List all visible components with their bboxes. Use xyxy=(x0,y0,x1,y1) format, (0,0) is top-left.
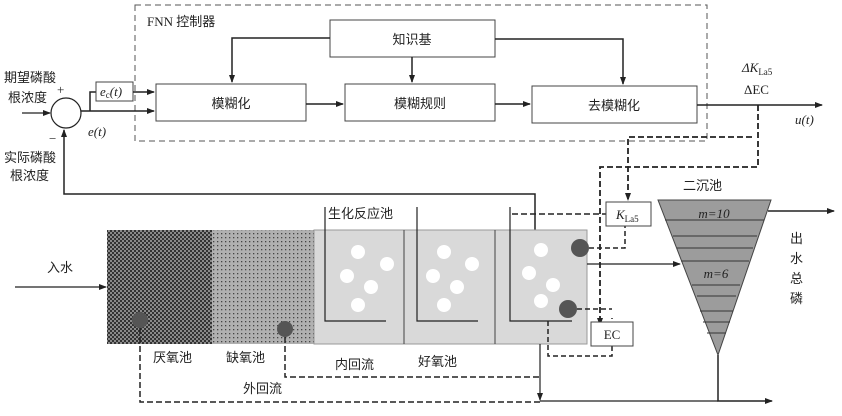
kla-box xyxy=(605,201,652,227)
aerobic-label: 好氧池 xyxy=(418,355,457,370)
clarifier xyxy=(657,199,772,357)
fuzzify-block: 模糊化 xyxy=(155,83,307,122)
anaerobic-sensor xyxy=(132,312,148,328)
bubble xyxy=(534,243,548,257)
air-bubbles xyxy=(340,243,560,312)
ec-t-label: ec(t) xyxy=(100,84,122,100)
anaerobic-label: 厌氧池 xyxy=(153,351,192,366)
delta-kla-label: ΔKLa5 xyxy=(741,60,773,77)
e-t-label: e(t) xyxy=(88,124,106,139)
kb-to-defuzzify-arrow xyxy=(495,38,626,85)
inflow-label: 入水 xyxy=(47,261,73,276)
defuzzify-block: 去模糊化 xyxy=(531,85,698,124)
layer-top-label: m=10 xyxy=(698,206,730,221)
fnn-controller-boundary xyxy=(134,4,708,142)
setpoint-label-line1: 期望磷酸 xyxy=(4,70,56,86)
internal-recycle-line xyxy=(284,337,540,378)
sludge-outlet-arrow xyxy=(717,355,773,404)
ec-sensor xyxy=(559,300,577,318)
bubble xyxy=(437,298,451,312)
fnn-controller-title: FNN 控制器 xyxy=(147,14,215,29)
u-t-label: u(t) xyxy=(795,112,814,127)
bubble xyxy=(450,280,464,294)
bubble xyxy=(522,266,536,280)
bubble xyxy=(426,269,440,283)
kla-sensor-dashed xyxy=(589,226,626,249)
bubble xyxy=(465,257,479,271)
kla-box-label: KLa5 xyxy=(615,207,639,224)
plus-sign: + xyxy=(57,82,64,97)
kb-to-fuzzify-arrow xyxy=(229,37,330,83)
ec-box xyxy=(590,321,634,347)
external-recycle-line xyxy=(139,328,540,403)
clarifier-layers xyxy=(665,219,764,334)
layer-mid-label: m=6 xyxy=(704,266,729,281)
summing-junction xyxy=(50,97,82,129)
external-recycle-label: 外回流 xyxy=(243,382,282,397)
bubble xyxy=(351,298,365,312)
ec-branch-line xyxy=(89,91,96,111)
anoxic-tank xyxy=(212,230,314,344)
anoxic-sensor xyxy=(277,321,293,337)
ec-box-loop xyxy=(547,318,613,357)
kla-sensor xyxy=(571,239,589,257)
bubble xyxy=(340,269,354,283)
feedback-line xyxy=(61,129,536,245)
fuzzify-label: 模糊化 xyxy=(211,96,250,112)
bubble xyxy=(364,280,378,294)
bubble xyxy=(437,245,451,259)
diffuser-pipe-2 xyxy=(416,207,478,322)
effluent-tp-char-2: 水 xyxy=(790,252,803,267)
ec-control-dashed xyxy=(597,105,759,326)
defuzzify-label: 去模糊化 xyxy=(588,98,640,114)
delta-ec-label: ΔEC xyxy=(744,82,769,97)
clarifier-label: 二沉池 xyxy=(683,179,722,194)
anoxic-label: 缺氧池 xyxy=(226,351,265,366)
ec-box-label: EC xyxy=(604,327,621,342)
actual-label-line2: 根浓度 xyxy=(10,168,49,184)
diffuser-pipe-1 xyxy=(324,207,386,322)
actual-label-line1: 实际磷酸 xyxy=(4,151,56,166)
diffuser-pipe-3 xyxy=(509,207,572,322)
fuzzy-rules-label: 模糊规则 xyxy=(394,96,446,112)
bubble xyxy=(351,245,365,259)
bubble xyxy=(380,257,394,271)
effluent-tp-char-3: 总 xyxy=(790,272,803,287)
knowledge-base-label: 知识基 xyxy=(392,32,431,48)
setpoint-label-line2: 根浓度 xyxy=(8,90,47,106)
anaerobic-tank xyxy=(107,230,212,344)
knowledge-base-block: 知识基 xyxy=(329,19,496,58)
fuzzy-rules-block: 模糊规则 xyxy=(344,83,496,122)
bubble xyxy=(534,294,548,308)
minus-sign: − xyxy=(49,131,56,146)
reactor-label: 生化反应池 xyxy=(328,206,393,222)
kla-control-dashed xyxy=(625,136,752,201)
internal-recycle-label: 内回流 xyxy=(335,357,374,373)
bubble xyxy=(546,278,560,292)
effluent-tp-char-4: 磷 xyxy=(790,292,803,307)
effluent-tp-char-1: 出 xyxy=(790,232,803,247)
